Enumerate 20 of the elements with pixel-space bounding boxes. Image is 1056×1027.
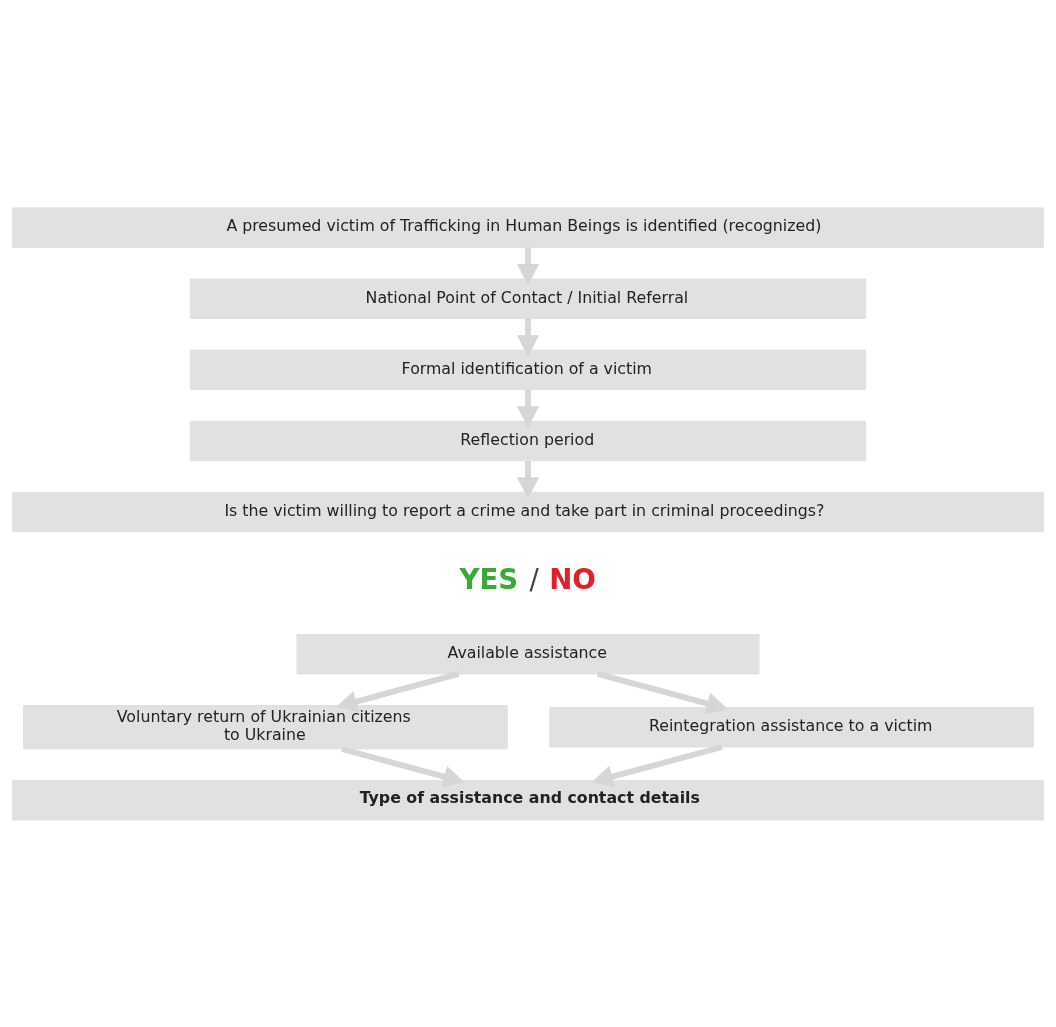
node-box: Formal identification of a victim (189, 349, 867, 390)
label: NO (549, 562, 596, 596)
arrow (516, 389, 540, 427)
node-box: Reintegration assistance to a victim (549, 706, 1034, 747)
node-box: Voluntary return of Ukrainian citizens to Ukraine (23, 704, 508, 749)
node-box: A presumed victim of Trafficking in Human Beings is identified (recognized) (12, 206, 1044, 248)
arrow (335, 670, 460, 712)
arrow (341, 745, 465, 787)
node-box: Available assistance (296, 633, 760, 674)
arrow (596, 670, 728, 714)
arrow (516, 460, 540, 499)
label: YES (459, 562, 519, 596)
arrow (516, 318, 540, 356)
arrow (516, 247, 540, 285)
arrow (591, 743, 723, 787)
node-box: Type of assistance and contact details (12, 779, 1044, 821)
node-box: Reflection period (189, 420, 867, 461)
label: / (529, 562, 539, 596)
node-box: National Point of Contact / Initial Referral (189, 278, 867, 319)
node-box: Is the victim willing to report a crime and take part in criminal proceedings? (12, 491, 1044, 532)
